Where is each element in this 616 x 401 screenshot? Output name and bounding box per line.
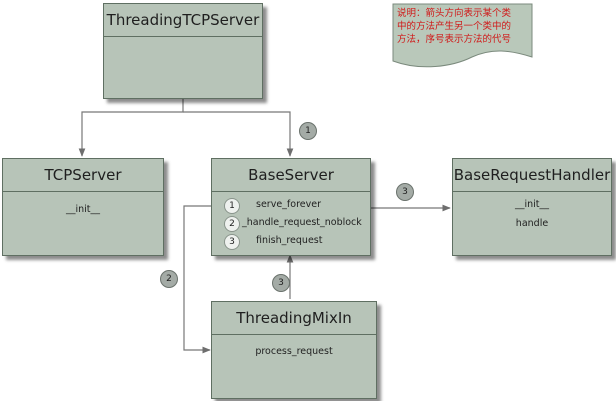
class-tcpserver[interactable]: TCPServer __init__ (2, 158, 164, 256)
method-init: __init__ (514, 199, 550, 210)
class-name: BaseServer (212, 159, 370, 192)
connector-label-2: 2 (160, 270, 178, 288)
arrow-baseserver-to-threadingmixin (183, 205, 211, 354)
arrow-threadingtcpserver-to-baseserver (183, 111, 294, 157)
method-serve-forever: serve_forever (256, 199, 321, 210)
class-threadingtcpserver[interactable]: ThreadingTCPServer (103, 3, 263, 99)
class-name: BaseRequestHandler (453, 159, 611, 192)
arrow-threadingtcpserver-to-tcpserver (78, 98, 184, 157)
connector-label-1: 1 (299, 122, 317, 140)
method-handle-request-noblock: _handle_request_noblock (242, 217, 362, 228)
note-line-1: 说明：箭头方向表示某个类 (397, 8, 512, 19)
class-name: ThreadingMixIn (212, 302, 376, 335)
note-text: 说明：箭头方向表示某个类 中的方法产生另一个类中的 方法，序号表示方法的代号 (397, 7, 533, 46)
method-number-badge: 3 (224, 234, 240, 250)
class-name: TCPServer (3, 159, 163, 192)
method-finish-request: finish_request (256, 235, 323, 246)
method-number-badge: 2 (224, 216, 240, 232)
method-process-request: process_request (255, 346, 333, 357)
class-baseserver[interactable]: BaseServer 1 serve_forever 2 _handle_req… (211, 158, 371, 256)
connector-label-3b: 3 (272, 274, 290, 292)
connector-label-3: 3 (396, 183, 414, 201)
class-baserequesthandler[interactable]: BaseRequestHandler __init__ handle (452, 158, 612, 256)
class-threadingmixin[interactable]: ThreadingMixIn process_request (211, 301, 377, 399)
method-handle: handle (515, 218, 549, 229)
note-line-2: 中的方法产生另一个类中的 (397, 21, 512, 32)
note-shape (392, 3, 533, 68)
class-name: ThreadingTCPServer (104, 4, 262, 37)
method-init: __init__ (65, 204, 101, 215)
note-line-3: 方法，序号表示方法的代号 (397, 34, 512, 45)
method-number-badge: 1 (224, 198, 240, 214)
